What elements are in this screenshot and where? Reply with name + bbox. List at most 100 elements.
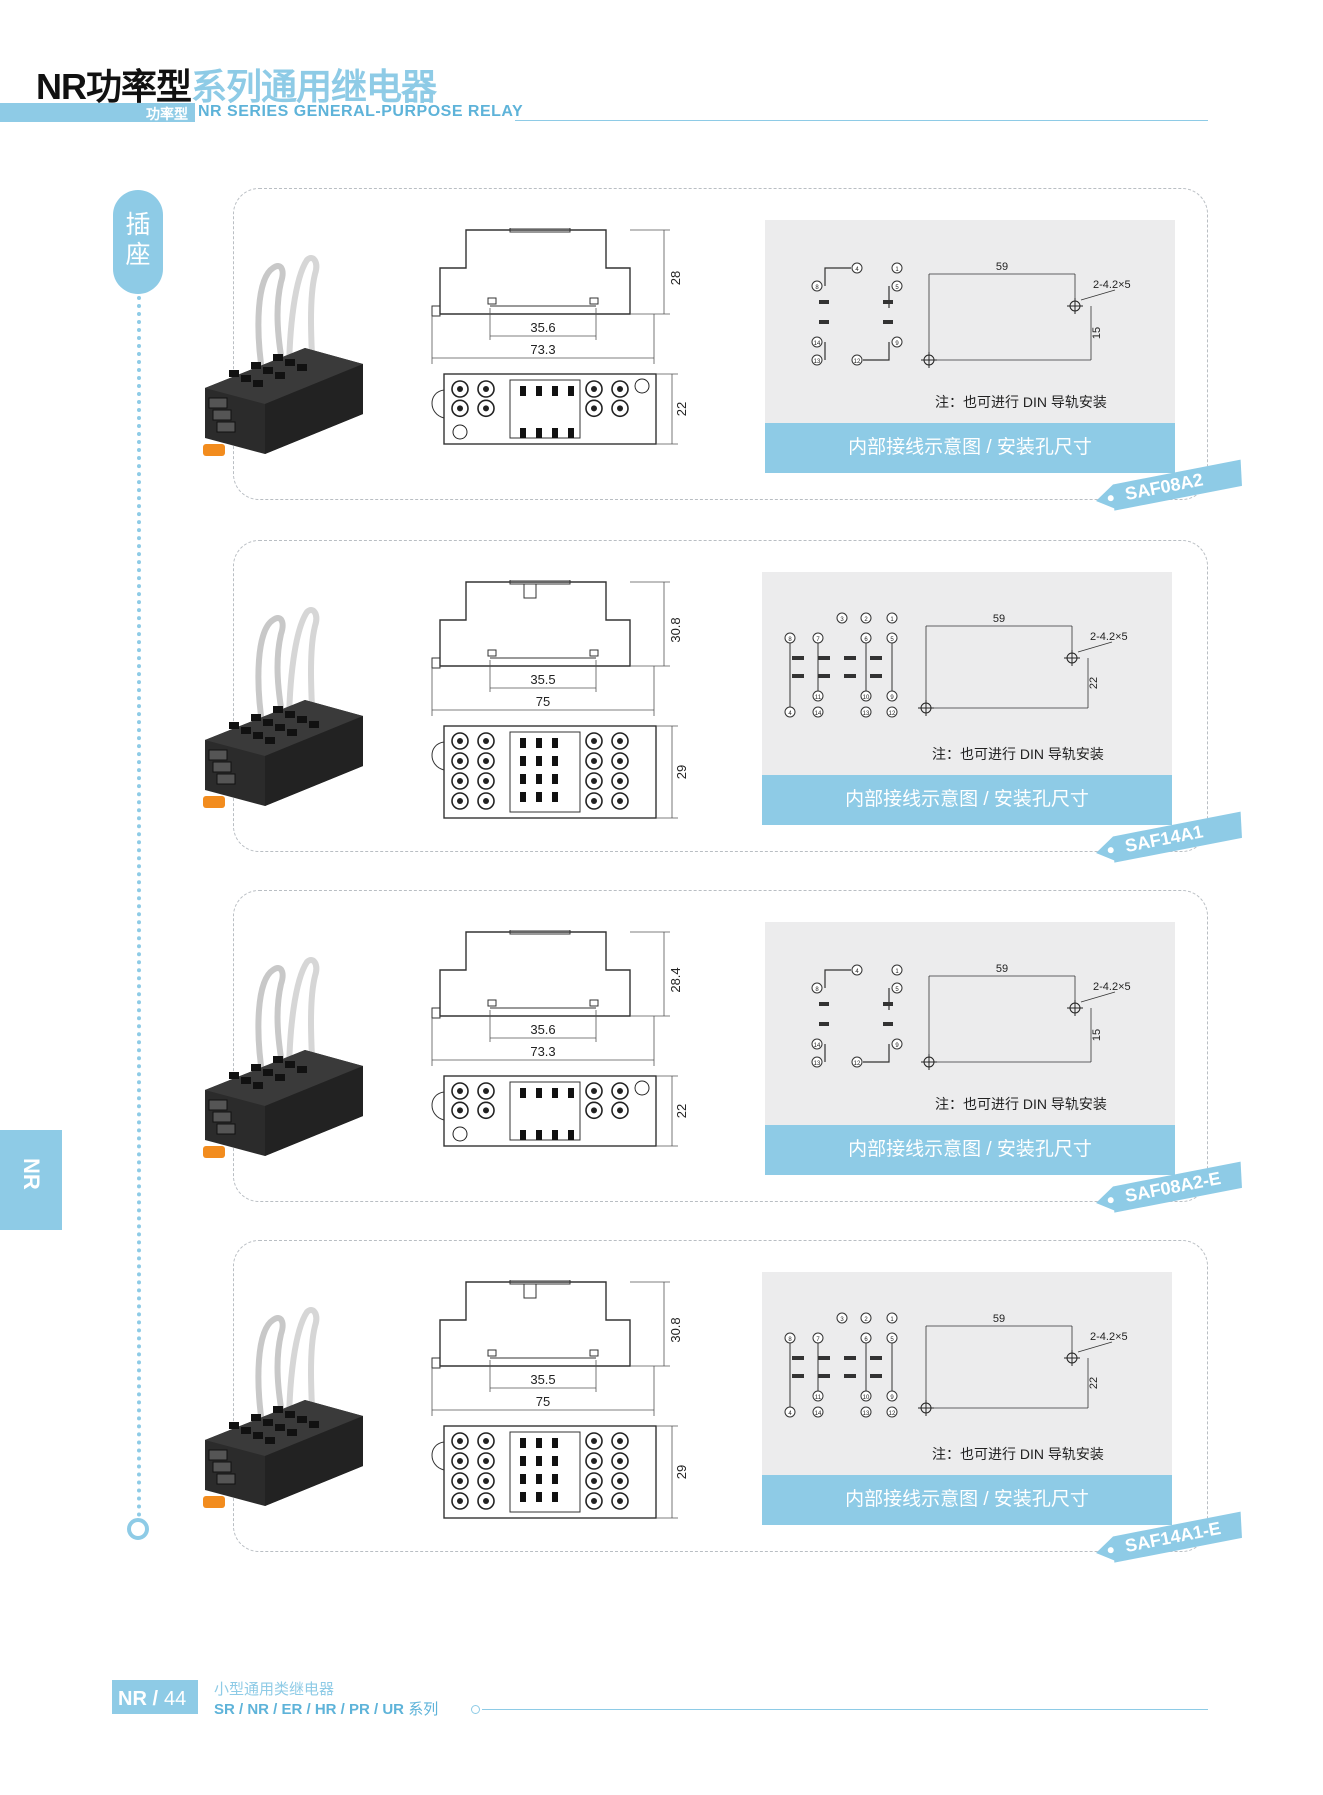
height-dim: 28.4 — [668, 967, 683, 992]
page-title: NR功率型系列通用继电器 — [36, 58, 437, 110]
socket-photo — [185, 590, 375, 820]
product-card — [233, 188, 1208, 500]
socket-photo — [185, 238, 375, 468]
svg-text:6: 6 — [864, 637, 868, 643]
header-rule — [515, 120, 1208, 121]
edge-tab-label: NR — [19, 1158, 44, 1190]
mount-height: 15 — [1091, 1029, 1103, 1041]
svg-text:1: 1 — [895, 969, 899, 975]
height-dim: 28 — [668, 271, 683, 285]
rail-dotted-line — [137, 296, 141, 1526]
svg-text:10: 10 — [863, 695, 870, 701]
section-tab — [113, 190, 163, 294]
mount-width: 59 — [996, 963, 1008, 975]
svg-text:7: 7 — [816, 1337, 820, 1343]
svg-text:14: 14 — [815, 711, 822, 717]
length-dim: 73.3 — [530, 1044, 555, 1059]
edge-tab-nr: NR — [0, 1130, 62, 1230]
footer-page-box — [112, 1680, 198, 1714]
svg-text:4: 4 — [855, 969, 859, 975]
svg-text:4: 4 — [788, 711, 792, 717]
svg-text:9: 9 — [890, 695, 894, 701]
width-dim: 29 — [674, 1465, 689, 1479]
svg-text:12: 12 — [854, 1061, 861, 1067]
footer-circle-icon — [471, 1705, 480, 1714]
height-dim: 30.8 — [668, 1317, 683, 1342]
inner-dim: 35.5 — [530, 672, 555, 687]
header-band — [0, 103, 195, 122]
page-number: 44 — [164, 1688, 187, 1710]
svg-text:6: 6 — [864, 1337, 868, 1343]
footer-brand: NR / — [118, 1688, 158, 1710]
svg-text:2: 2 — [864, 1317, 868, 1323]
socket-photo — [185, 1290, 375, 1520]
mount-hole: 2-4.2×5 — [1090, 631, 1128, 643]
inner-dim: 35.6 — [530, 1022, 555, 1037]
svg-text:13: 13 — [863, 1411, 870, 1417]
dimension-drawing: 28.4 35.6 73.3 22 — [420, 929, 710, 1195]
svg-text:8: 8 — [815, 285, 819, 291]
svg-text:4: 4 — [855, 267, 859, 273]
header-type-small: 功率型 — [146, 106, 188, 122]
footer-rule — [482, 1709, 1208, 1710]
svg-text:13: 13 — [814, 1061, 821, 1067]
footer-series-list: SR / NR / ER / HR / PR / UR — [214, 1701, 405, 1718]
footer-category: 小型通用类继电器 — [214, 1681, 335, 1698]
svg-text:2: 2 — [864, 617, 868, 623]
width-dim: 22 — [674, 402, 689, 416]
svg-text:8: 8 — [788, 637, 792, 643]
svg-text:8: 8 — [815, 987, 819, 993]
svg-text:9: 9 — [890, 1395, 894, 1401]
relay-type: 功率型 — [86, 66, 192, 107]
inner-dim: 35.6 — [530, 320, 555, 335]
svg-text:13: 13 — [814, 359, 821, 365]
panel-caption: 内部接线示意图 / 安装孔尺寸 — [762, 775, 1172, 825]
svg-text:4: 4 — [788, 1411, 792, 1417]
footer-series: SR / NR / ER / HR / PR / UR 系列 — [214, 1698, 438, 1719]
svg-text:11: 11 — [815, 695, 822, 701]
width-dim: 22 — [674, 1104, 689, 1118]
svg-text:3: 3 — [840, 1317, 844, 1323]
mount-width: 59 — [993, 613, 1005, 625]
svg-text:8: 8 — [788, 1337, 792, 1343]
footer-page: NR / 44 — [118, 1688, 186, 1711]
svg-text:1: 1 — [895, 267, 899, 273]
din-note: 注：也可进行 DIN 导轨安装 — [932, 1446, 1104, 1462]
height-dim: 30.8 — [668, 617, 683, 642]
mount-hole: 2-4.2×5 — [1093, 279, 1131, 291]
svg-text:14: 14 — [814, 1043, 821, 1049]
brand-name: NR — [36, 66, 87, 107]
panel-caption: 内部接线示意图 / 安装孔尺寸 — [765, 1125, 1175, 1175]
din-note: 注：也可进行 DIN 导轨安装 — [932, 746, 1104, 762]
svg-text:9: 9 — [895, 1043, 899, 1049]
din-note: 注：也可进行 DIN 导轨安装 — [935, 1096, 1107, 1112]
svg-text:13: 13 — [863, 711, 870, 717]
din-note: 注：也可进行 DIN 导轨安装 — [935, 394, 1107, 410]
svg-text:11: 11 — [815, 1395, 822, 1401]
section-tab-text: 插座 — [125, 211, 151, 269]
svg-text:3: 3 — [840, 617, 844, 623]
svg-text:5: 5 — [890, 637, 894, 643]
header-subtitle: NR SERIES GENERAL-PURPOSE RELAY — [198, 103, 524, 120]
svg-text:12: 12 — [889, 1411, 896, 1417]
header-band-gap — [195, 103, 515, 122]
svg-text:10: 10 — [863, 1395, 870, 1401]
mount-height: 15 — [1091, 327, 1103, 339]
socket-photo — [185, 940, 375, 1170]
product-card — [233, 890, 1208, 1202]
length-dim: 75 — [536, 694, 550, 709]
panel-caption: 内部接线示意图 / 安装孔尺寸 — [762, 1475, 1172, 1525]
